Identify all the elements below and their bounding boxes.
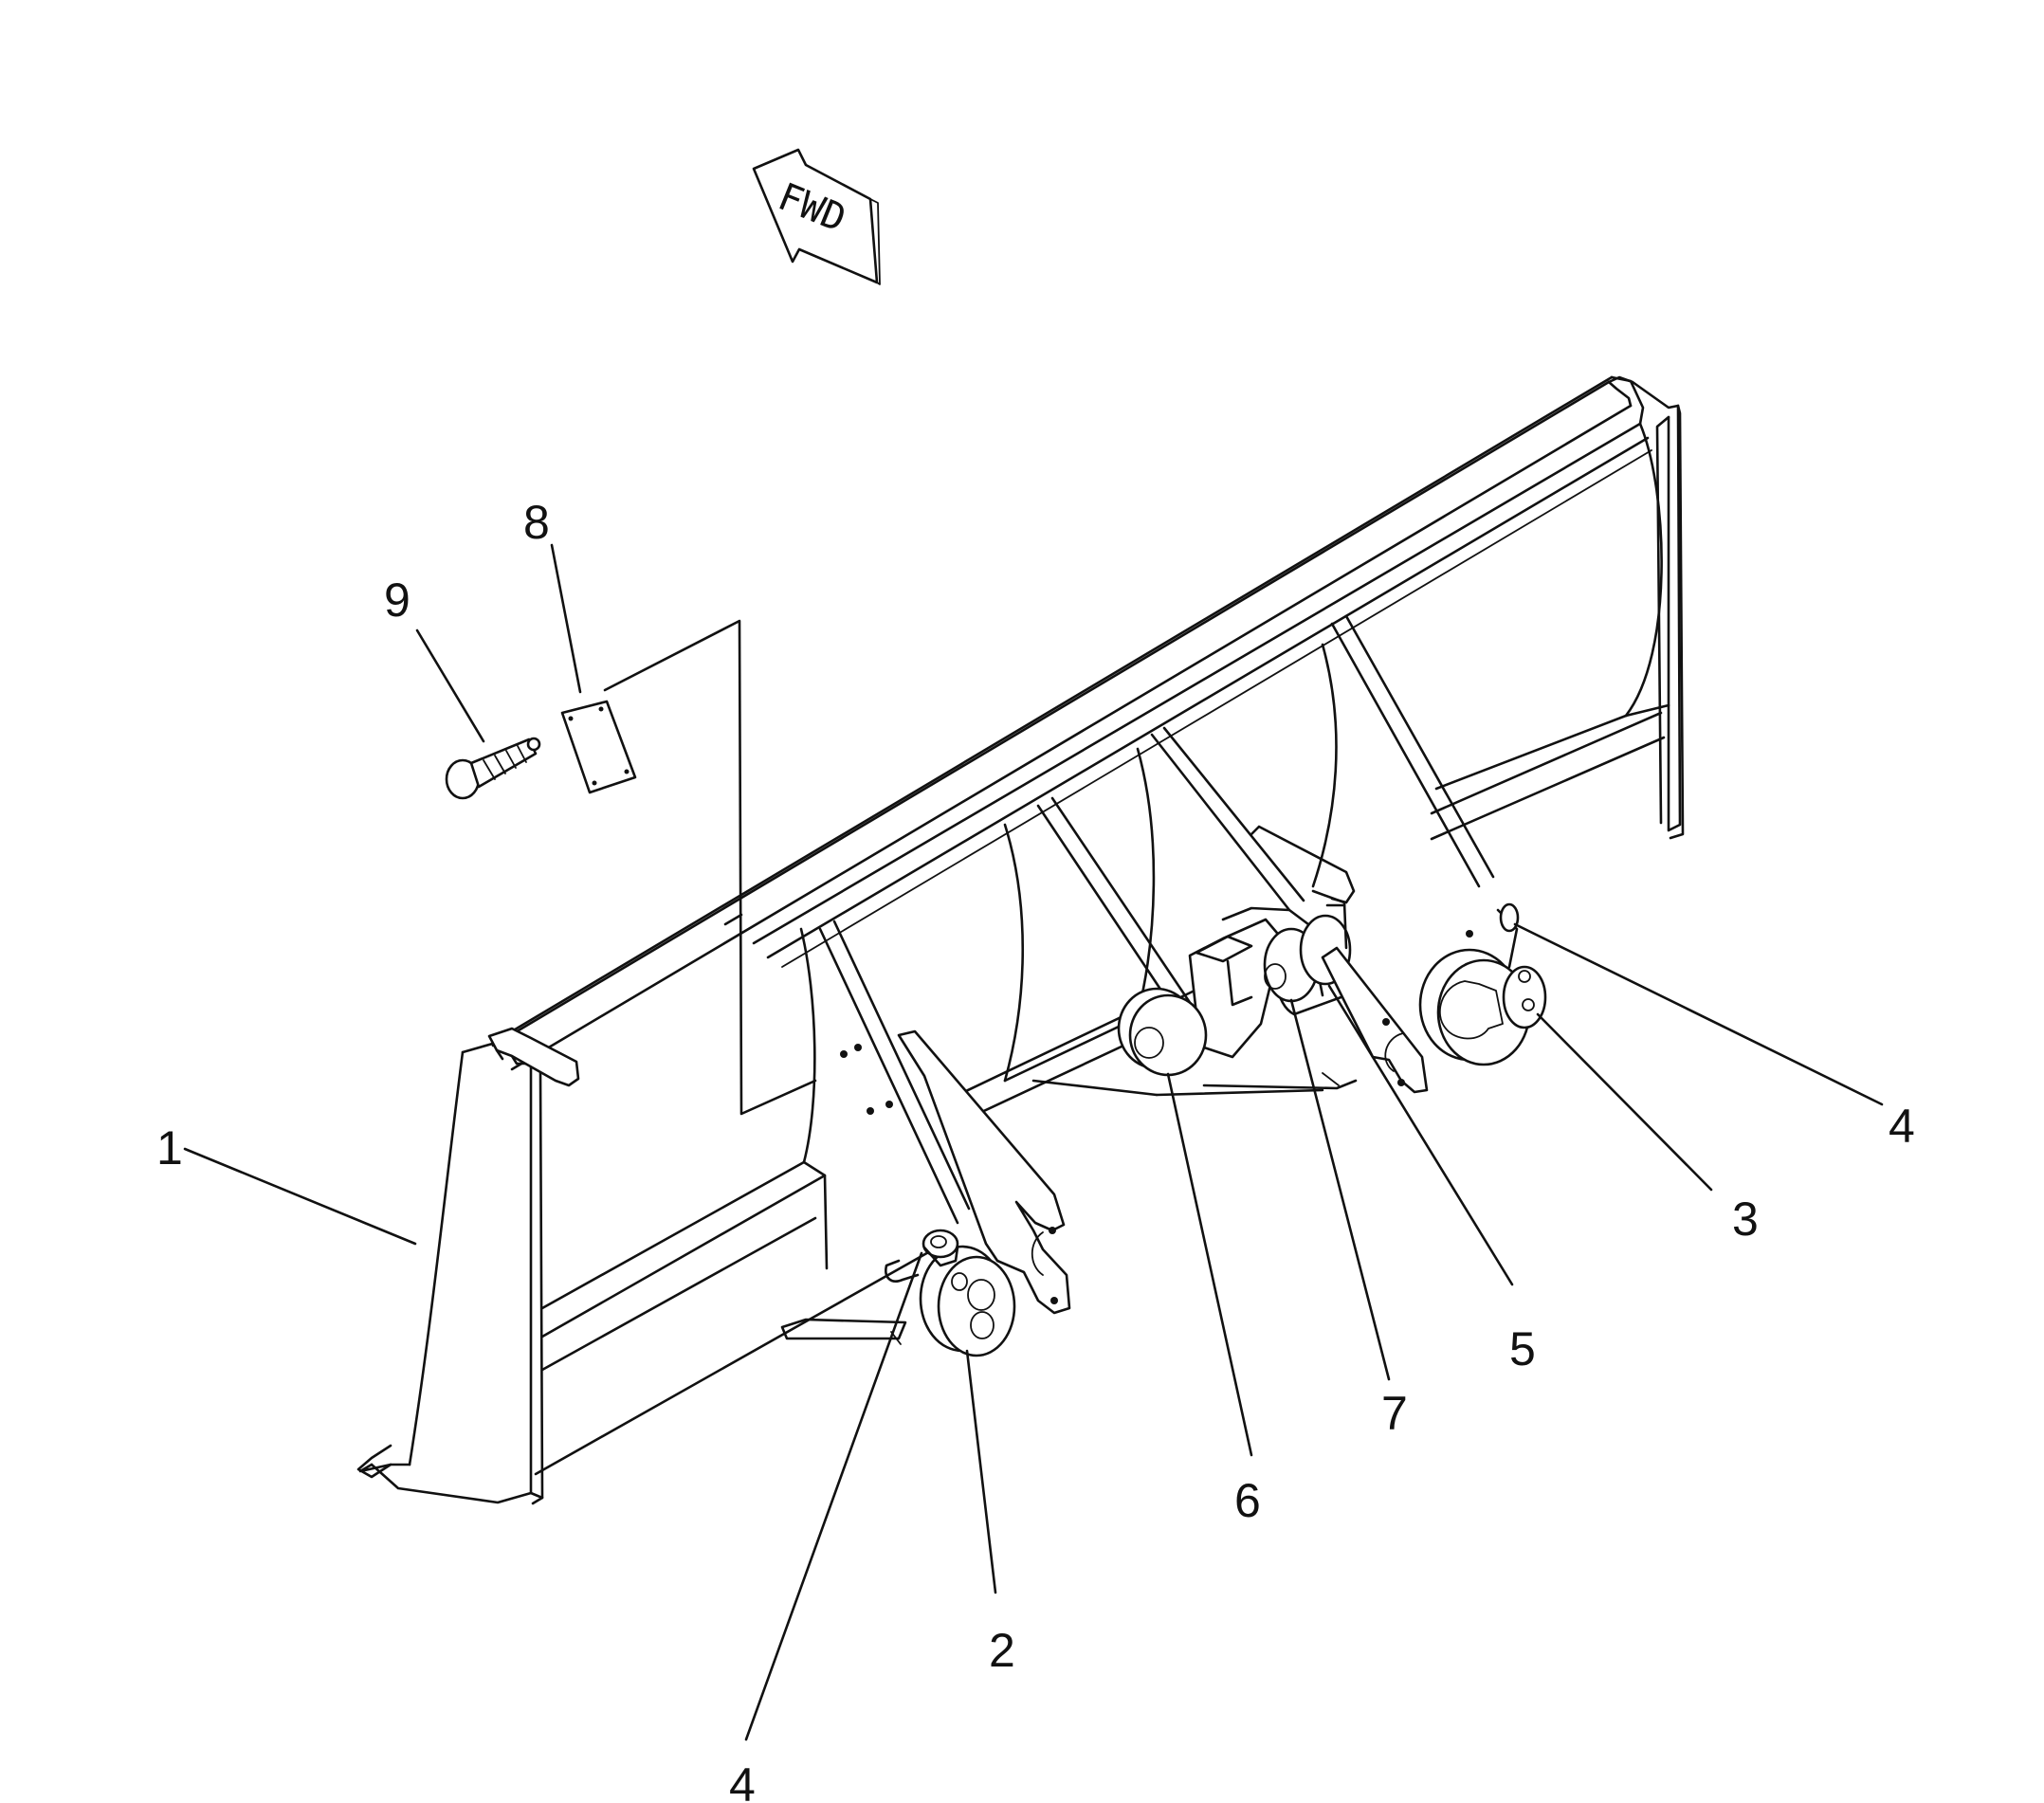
leader-lines [183,543,1884,1741]
reference-lines [603,619,893,1116]
callout-labels: 1 2 3 4 4 5 6 7 8 9 [156,496,1915,1803]
callout-5: 5 [1509,1322,1536,1375]
callout-6: 6 [1234,1474,1261,1527]
fwd-arrow: FWD [752,148,881,285]
left-trunnion [780,1029,1071,1357]
callout-4-right: 4 [1889,1100,1915,1153]
braces [818,614,1495,1225]
callout-1: 1 [156,1121,183,1175]
name-plate [560,700,637,794]
callout-3: 3 [1732,1193,1759,1246]
callout-2: 2 [989,1624,1015,1677]
callout-4-left: 4 [729,1758,756,1803]
fwd-label: FWD [772,175,851,242]
callout-7: 7 [1381,1387,1408,1440]
right-trunnion [1321,902,1547,1094]
callout-8: 8 [523,496,550,549]
center-trunnion [1117,825,1356,1077]
bolt [445,737,541,800]
callout-9: 9 [384,574,411,627]
blade-frame [356,375,1685,1505]
